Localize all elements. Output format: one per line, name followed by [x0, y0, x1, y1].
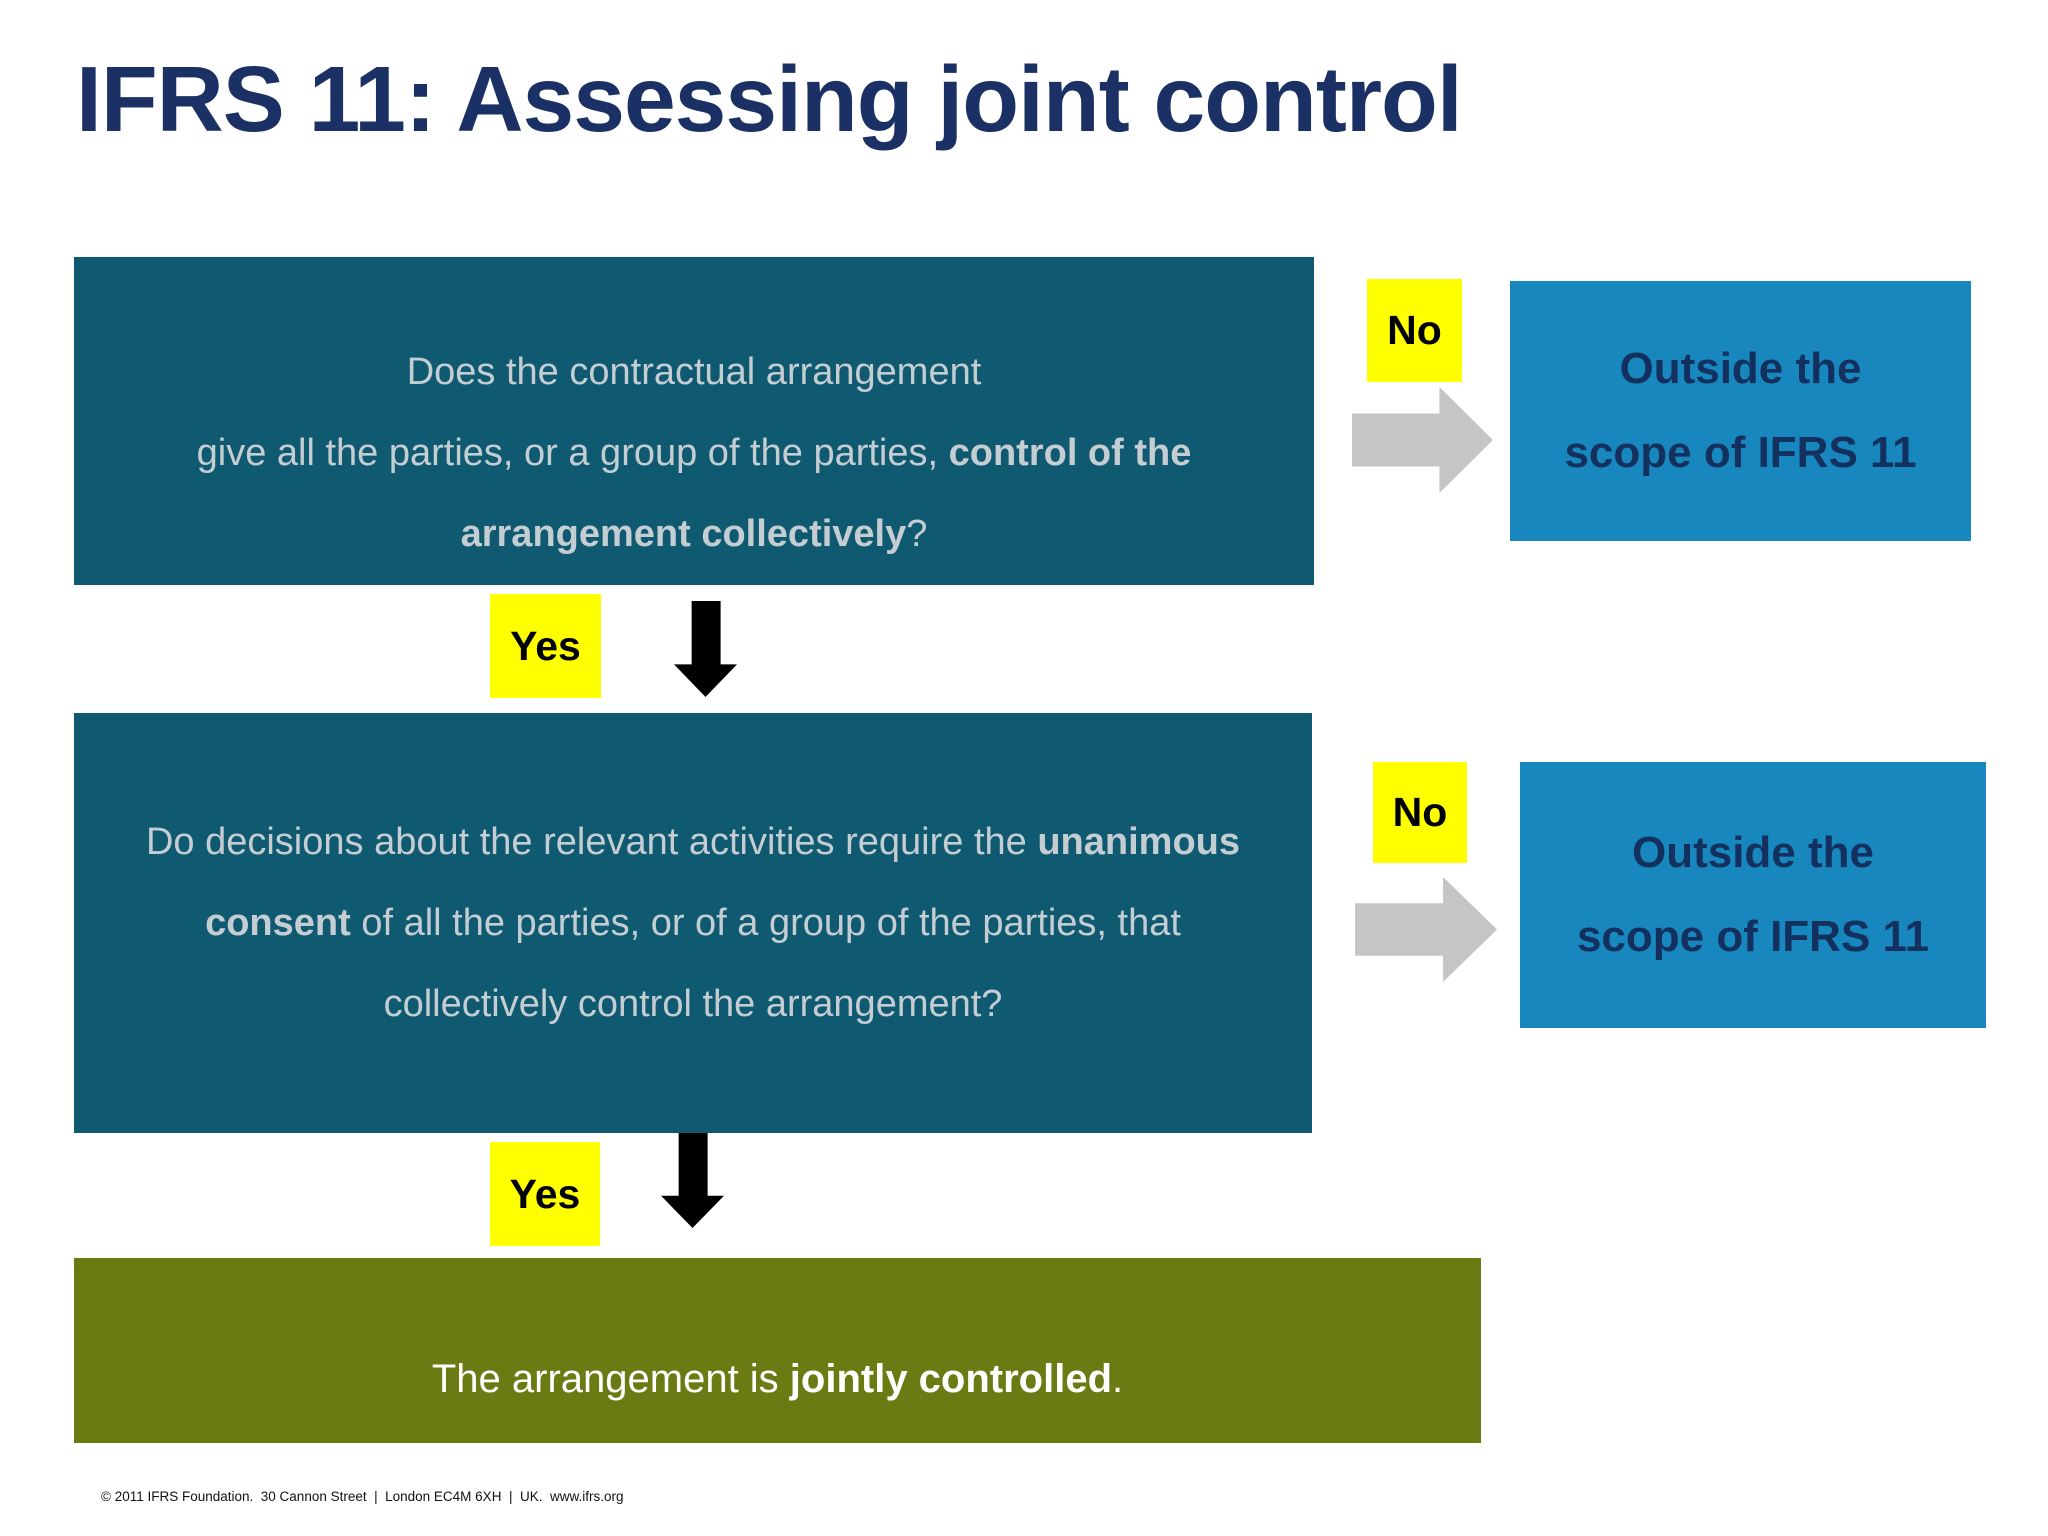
- no-badge-2: No: [1373, 762, 1467, 863]
- question-1-line-1: Does the contractual arrangement: [406, 351, 982, 393]
- arrow-down-icon: [661, 1133, 724, 1228]
- arrow-right-icon: [1352, 387, 1493, 493]
- slide-title: IFRS 11: Assessing joint control: [76, 47, 1463, 151]
- arrow-down-icon: [674, 601, 737, 697]
- no-badge-1: No: [1367, 279, 1462, 382]
- result-box: The arrangement is jointly controlled.: [74, 1258, 1481, 1443]
- question-1-line-3: arrangement collectively?: [460, 513, 928, 555]
- arrow-right-icon: [1355, 877, 1497, 982]
- outcome-1-line-1: Outside the: [1619, 344, 1862, 393]
- result-text: The arrangement is jointly controlled.: [431, 1357, 1124, 1401]
- outcome-box-1: Outside the scope of IFRS 11: [1510, 281, 1971, 541]
- question-1-line-2: give all the parties, or a group of the …: [196, 432, 1192, 474]
- question-box-2: Do decisions about the relevant activiti…: [74, 713, 1312, 1133]
- outcome-2-line-2: scope of IFRS 11: [1576, 912, 1930, 961]
- question-2-line-1: Do decisions about the relevant activiti…: [145, 820, 1241, 863]
- question-box-1: Does the contractual arrangement give al…: [74, 257, 1314, 585]
- yes-badge-1: Yes: [490, 594, 601, 698]
- outcome-2-line-1: Outside the: [1631, 828, 1875, 877]
- yes-badge-2: Yes: [490, 1142, 600, 1246]
- question-2-line-2: consent of all the parties, or of a grou…: [205, 901, 1181, 944]
- outcome-box-2: Outside the scope of IFRS 11: [1520, 762, 1986, 1028]
- question-2-line-3: collectively control the arrangement?: [383, 982, 1003, 1025]
- footer-copyright: © 2011 IFRS Foundation. 30 Cannon Street…: [101, 1489, 624, 1504]
- outcome-1-line-2: scope of IFRS 11: [1564, 428, 1917, 477]
